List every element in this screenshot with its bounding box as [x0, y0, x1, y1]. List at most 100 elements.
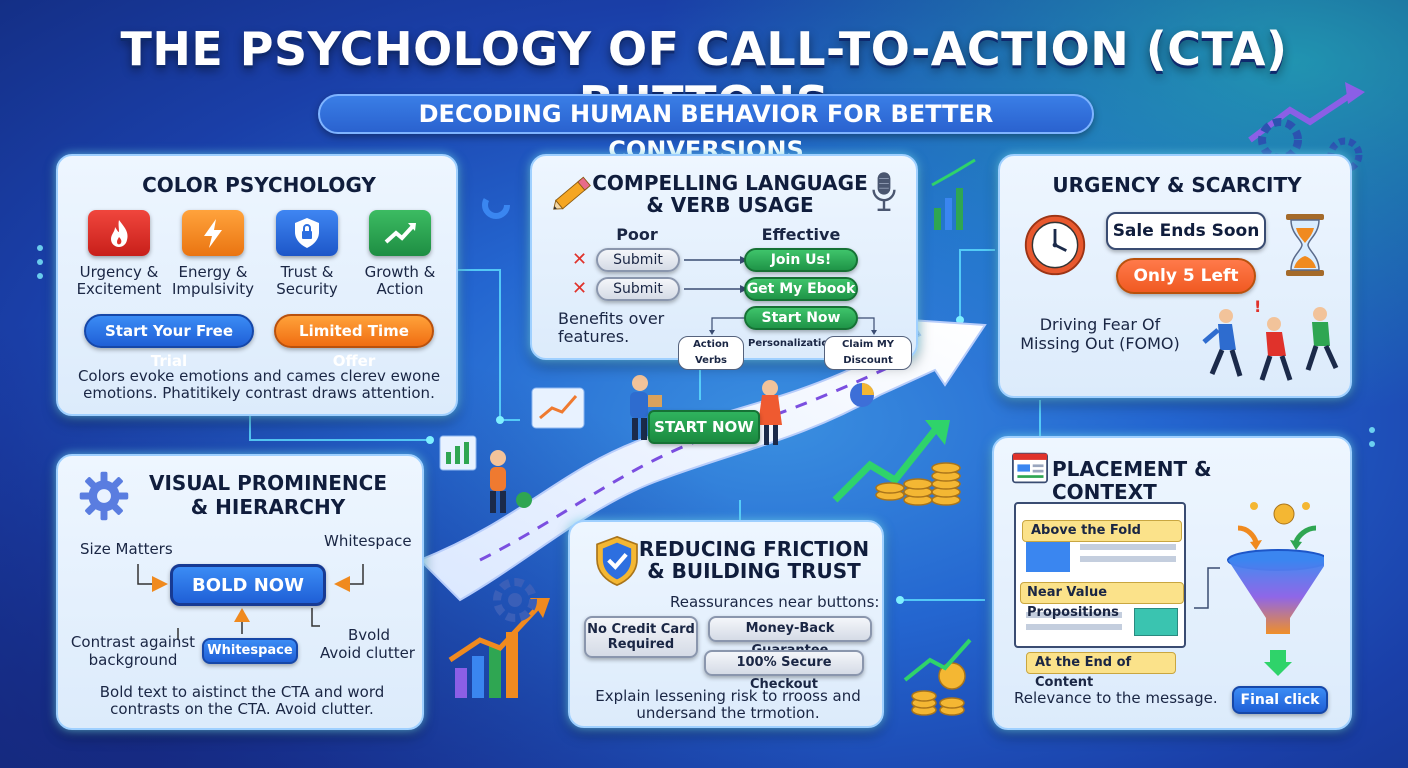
microphone-icon: [872, 172, 896, 211]
placement-context-panel: PLACEMENT & CONTEXT Above the Fold Near …: [992, 436, 1352, 730]
journey-path: [418, 318, 987, 602]
bold-now-button[interactable]: BOLD NOW: [170, 564, 326, 606]
visual-prominence-panel: VISUAL PROMINENCE & HIERARCHY Size Matte…: [56, 454, 424, 730]
poor-x-icon-2: ✕: [572, 278, 588, 299]
urgency-scarcity-panel: URGENCY & SCARCITY Sale Ends Soon Only 5…: [998, 154, 1352, 398]
tag-claim-my-discount: Claim MY Discount: [824, 336, 912, 370]
browser-window-icon: [1012, 452, 1048, 484]
tile-label-urgency-1: Urgency &: [79, 263, 159, 281]
connector-dots: [426, 316, 964, 604]
shield-lock-icon: [276, 210, 338, 256]
running-people-icon: !: [1202, 297, 1339, 381]
compelling-language-panel: COMPELLING LANGUAGE & VERB USAGE Poor Ef…: [530, 154, 918, 370]
mockup-line: [1026, 624, 1122, 630]
tile-label-energy-1: Energy &: [178, 263, 248, 281]
get-my-ebook-button[interactable]: Get My Ebook: [744, 277, 858, 301]
mockup-line: [1026, 612, 1122, 618]
start-now-green-button[interactable]: Start Now: [744, 306, 858, 330]
sale-ends-soon-button[interactable]: Sale Ends Soon: [1106, 212, 1266, 250]
donut-icon: [482, 191, 510, 219]
fomo-text-1: Driving Fear Of: [1039, 315, 1161, 334]
contrast-label-2: background: [88, 651, 178, 669]
tag-action-verbs: Action Verbs: [678, 336, 744, 370]
poor-submit-button-2[interactable]: Submit: [596, 277, 680, 301]
color-psychology-desc-1: Colors evoke emotions and cames clerev e…: [77, 367, 441, 385]
tile-label-trust-1: Trust &: [280, 263, 334, 281]
shield-check-icon: [596, 535, 638, 587]
visual-desc-2: contrasts on the CTA. Avoid clutter.: [110, 700, 374, 718]
mockup-image-block: [1026, 542, 1070, 572]
chart-card-left: [531, 387, 585, 429]
funnel-icon: [1194, 502, 1324, 676]
end-of-content-label: At the End of Content: [1026, 652, 1176, 690]
visual-desc-1: Bold text to aistinct the CTA and word: [99, 683, 385, 701]
page-subtitle: DECODING HUMAN BEHAVIOR FOR BETTER CONVE…: [318, 94, 1094, 164]
color-psychology-panel: COLOR PSYCHOLOGY Urgency & Excitement En…: [56, 154, 458, 416]
benefits-text-2: features.: [558, 327, 630, 346]
limited-time-offer-button[interactable]: Limited Time Offer: [274, 314, 434, 370]
friction-desc-2: undersand the trmotion.: [636, 704, 820, 722]
lightning-icon: [182, 210, 244, 256]
trend-up-icon: [369, 210, 431, 256]
tag-connector-lines: [709, 317, 877, 335]
people-illustration: [490, 375, 782, 513]
money-back-guarantee-badge: Money-Back Guarantee: [708, 616, 872, 658]
no-credit-card-badge: No Credit Card Required: [584, 616, 698, 658]
coins-trend-line: [903, 638, 972, 682]
no-credit-card-line-1: No Credit Card: [587, 622, 695, 637]
color-psychology-desc-2: emotions. Phatitikely contrast draws att…: [83, 384, 435, 402]
bar-chart-upper: [931, 158, 976, 230]
growth-arrow-coins: [832, 383, 961, 506]
mockup-line: [1080, 544, 1176, 550]
start-now-center-button[interactable]: START NOW: [648, 410, 760, 444]
flame-icon: [88, 210, 150, 256]
join-us-button[interactable]: Join Us!: [744, 248, 858, 272]
no-credit-card-line-2: Required: [607, 637, 675, 652]
near-value-propositions-label: Near Value Propositions: [1020, 582, 1184, 620]
final-click-button[interactable]: Final click: [1232, 686, 1328, 714]
compelling-language-title-1: COMPELLING LANGUAGE: [592, 171, 868, 195]
gear-icon: [79, 471, 129, 521]
secure-checkout-badge: 100% Secure Checkout: [704, 650, 864, 692]
compelling-language-title-2: & VERB USAGE: [646, 193, 814, 217]
size-matters-label: Size Matters: [80, 540, 173, 558]
placement-context-title: PLACEMENT & CONTEXT: [1052, 457, 1212, 504]
tag-personalization: Personalization: [748, 338, 836, 349]
connector-lines: [249, 249, 1041, 601]
clock-icon: [1024, 214, 1086, 276]
bar-card-left: [439, 435, 477, 471]
tile-label-growth-1: Growth &: [364, 263, 436, 281]
poor-x-icon-1: ✕: [572, 249, 588, 270]
start-free-trial-button[interactable]: Start Your Free Trial: [84, 314, 254, 370]
pencil-icon: [553, 176, 591, 210]
visual-prominence-title-1: VISUAL PROMINENCE: [148, 471, 388, 495]
relevance-text: Relevance to the message.: [1014, 689, 1218, 707]
reducing-friction-panel: REDUCING FRICTION & BUILDING TRUST Reass…: [568, 520, 884, 728]
above-the-fold-label: Above the Fold: [1022, 520, 1182, 542]
fomo-text-2: Missing Out (FOMO): [1020, 334, 1180, 353]
coins-bottom: [911, 662, 966, 716]
bvold-label: Bvold: [348, 626, 391, 644]
visual-prominence-title-2: & HIERARCHY: [190, 495, 346, 519]
friction-desc-1: Explain lessening risk to rrooss and: [595, 687, 861, 705]
poor-header: Poor: [616, 225, 658, 244]
benefits-text-1: Benefits over: [558, 309, 665, 328]
effective-header: Effective: [761, 225, 841, 244]
tile-label-urgency-2: Excitement: [76, 280, 162, 298]
mockup-image-block-2: [1134, 608, 1178, 636]
only-5-left-button[interactable]: Only 5 Left: [1116, 258, 1256, 294]
mockup-line: [1080, 556, 1176, 562]
whitespace-button[interactable]: Whitespace: [202, 638, 298, 664]
hourglass-icon: [1286, 214, 1324, 276]
tile-label-growth-2: Action: [376, 280, 424, 298]
reducing-friction-title-1: REDUCING FRICTION: [638, 537, 870, 561]
contrast-label-1: Contrast against: [70, 633, 196, 651]
poor-submit-button-1[interactable]: Submit: [596, 248, 680, 272]
avoid-clutter-label: Avoid clutter: [320, 644, 415, 662]
whitespace-top-label: Whitespace: [324, 532, 412, 550]
reassurances-label: Reassurances near buttons:: [670, 593, 880, 611]
hierarchy-arrows: [137, 564, 364, 640]
poor-to-effective-arrows: [684, 256, 748, 293]
gear-decoration: [493, 578, 537, 622]
